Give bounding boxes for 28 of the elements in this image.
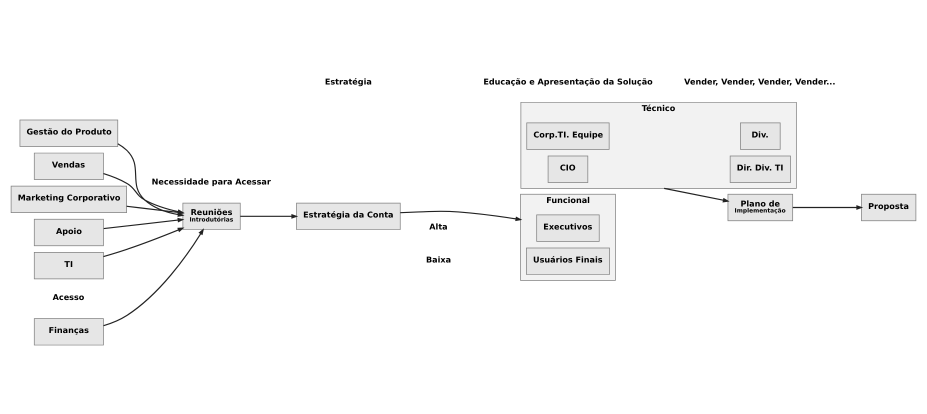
node-box: CIO (548, 155, 588, 182)
label: Acesso (52, 292, 84, 302)
node-box: Div. (740, 122, 781, 150)
arrow (104, 217, 184, 229)
label: Estratégia (324, 76, 372, 86)
node-box: Dir. Div. TI (730, 155, 791, 182)
label: Vender, Vender, Vender, Vender... (684, 76, 836, 86)
arrow (664, 187, 730, 202)
node-box: Proposta (861, 193, 916, 221)
node-box: Estratégia da Conta (296, 202, 401, 230)
arrow (240, 213, 298, 218)
node-box: Usuários Finais (526, 247, 610, 274)
label: Educação e Apresentação da Solução (483, 76, 653, 86)
node-box: Gestão do Produto (20, 119, 118, 146)
arrow (792, 204, 864, 210)
node-box: Marketing Corporativo (10, 185, 127, 213)
label: Alta (429, 220, 448, 231)
label: Necessidade para Acessar (152, 176, 271, 186)
arrow (103, 226, 184, 257)
node-box: Vendas (34, 152, 104, 180)
label: Baixa (426, 254, 452, 264)
node-box: TI (34, 252, 104, 279)
node-box: Finanças (34, 318, 104, 345)
node-box: Corp.TI. Equipe (526, 122, 610, 150)
node-box: Executivos (536, 214, 600, 242)
node-box: Apoio (34, 218, 104, 246)
arrow (400, 210, 522, 221)
arrow (103, 228, 204, 326)
